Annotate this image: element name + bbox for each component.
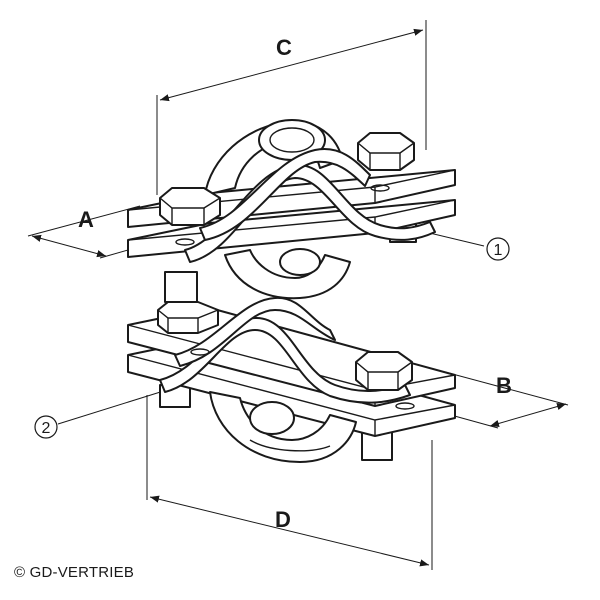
lower-left-nut [157,301,219,334]
upper-left-bolt-head [159,187,221,226]
dimension-a: A [27,205,141,259]
callout-number-2: 2 [42,420,51,437]
lower-saddle [209,391,357,463]
dimension-d: D [146,395,433,570]
dimension-b: B [439,371,569,429]
copyright-text: © GD-VERTRIEB [14,564,135,581]
upper-saddle-lower [224,248,351,300]
upper-saddle-top [204,119,343,196]
bolt-holes [175,184,415,410]
upper-right-nut [357,132,415,171]
clamp-illustration [127,119,456,463]
lower-wavy-strap [159,296,411,404]
dimension-label-d: D [275,507,291,532]
lower-right-bolt-head [355,351,413,391]
dimension-label-a: A [78,207,94,232]
dimension-label-b: B [496,373,512,398]
dimension-label-c: C [276,35,292,60]
dimension-c: C [156,20,427,195]
callout-2: 2 [34,373,219,439]
upper-wavy-strap [184,148,436,263]
callout-number-1: 1 [494,242,503,259]
